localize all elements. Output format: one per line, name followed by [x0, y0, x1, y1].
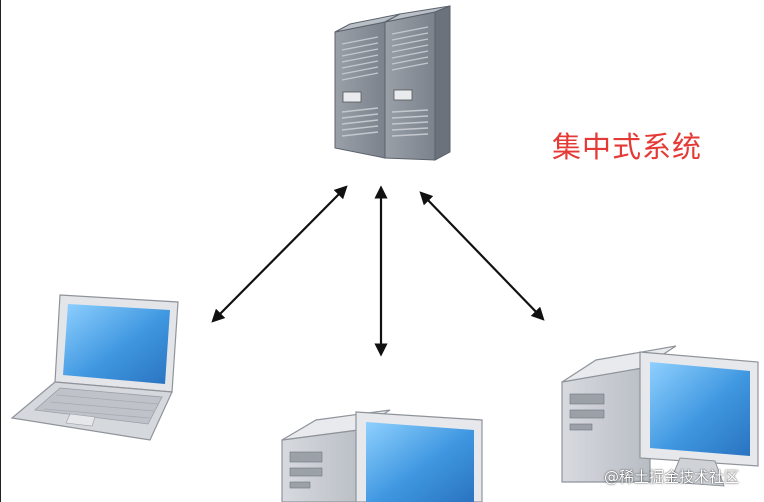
- watermark-text: @稀土掘金技术社区: [604, 468, 740, 486]
- server-rack-icon: [334, 5, 451, 161]
- diagram-title: 集中式系统: [552, 130, 703, 164]
- desktop-computer-icon: [561, 345, 759, 487]
- left-border-line: [0, 0, 1, 502]
- arrow-server-desktop-right: [419, 191, 545, 321]
- laptop-icon: [10, 294, 179, 441]
- arrow-server-laptop: [211, 185, 348, 323]
- desktop-computer-icon: [281, 409, 483, 502]
